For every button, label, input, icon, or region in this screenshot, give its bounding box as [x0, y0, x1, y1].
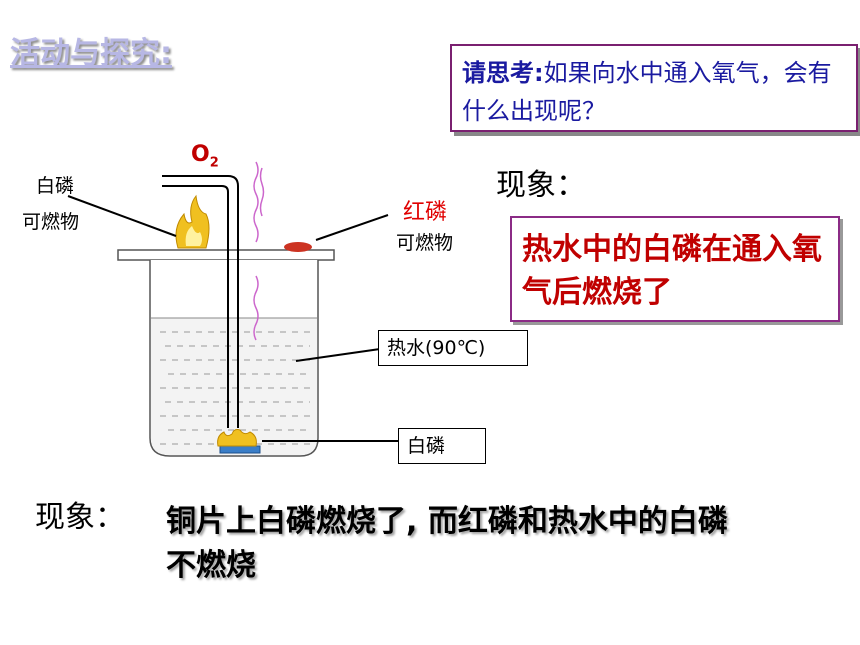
combustible-left-label: 可燃物 [22, 211, 80, 233]
hot-water-label: 热水(90℃) [378, 330, 528, 366]
red-p-label: 红磷 [403, 200, 448, 225]
phenomenon-right-text: 热水中的白磷在通入氧气后燃烧了 [510, 216, 840, 322]
oxygen-tube [162, 175, 239, 428]
leader-white-p-top [67, 195, 177, 237]
white-p-bottom-label: 白磷 [398, 428, 486, 464]
white-p-top-label: 白磷 [36, 175, 75, 197]
phenomenon-bottom-text: 铜片上白磷燃烧了, 而红磷和热水中的白磷不燃烧 [166, 504, 728, 583]
phenomenon-right-label: 现象： [496, 168, 586, 203]
hot-water [151, 318, 317, 455]
think-text: 如果向水中通入氧气，会有什么出现呢？ [462, 59, 832, 125]
combustible-right-label: 可燃物 [396, 232, 454, 254]
heading: 活动与探究: [10, 36, 172, 71]
think-prefix: 请思考: [462, 59, 544, 87]
leader-hot-water [295, 348, 381, 362]
phenomenon-bottom-label: 现象： [35, 500, 125, 535]
gas-label: O2 [191, 142, 219, 171]
white-phosphorus-flame [175, 194, 210, 249]
red-phosphorus [284, 242, 312, 252]
white-phosphorus-underwater [217, 429, 257, 447]
oxygen-bubbles [253, 161, 265, 341]
copper-sheet [219, 445, 261, 454]
think-box: 请思考:如果向水中通入氧气，会有什么出现呢？ [450, 44, 858, 132]
leader-red-p [315, 214, 389, 241]
